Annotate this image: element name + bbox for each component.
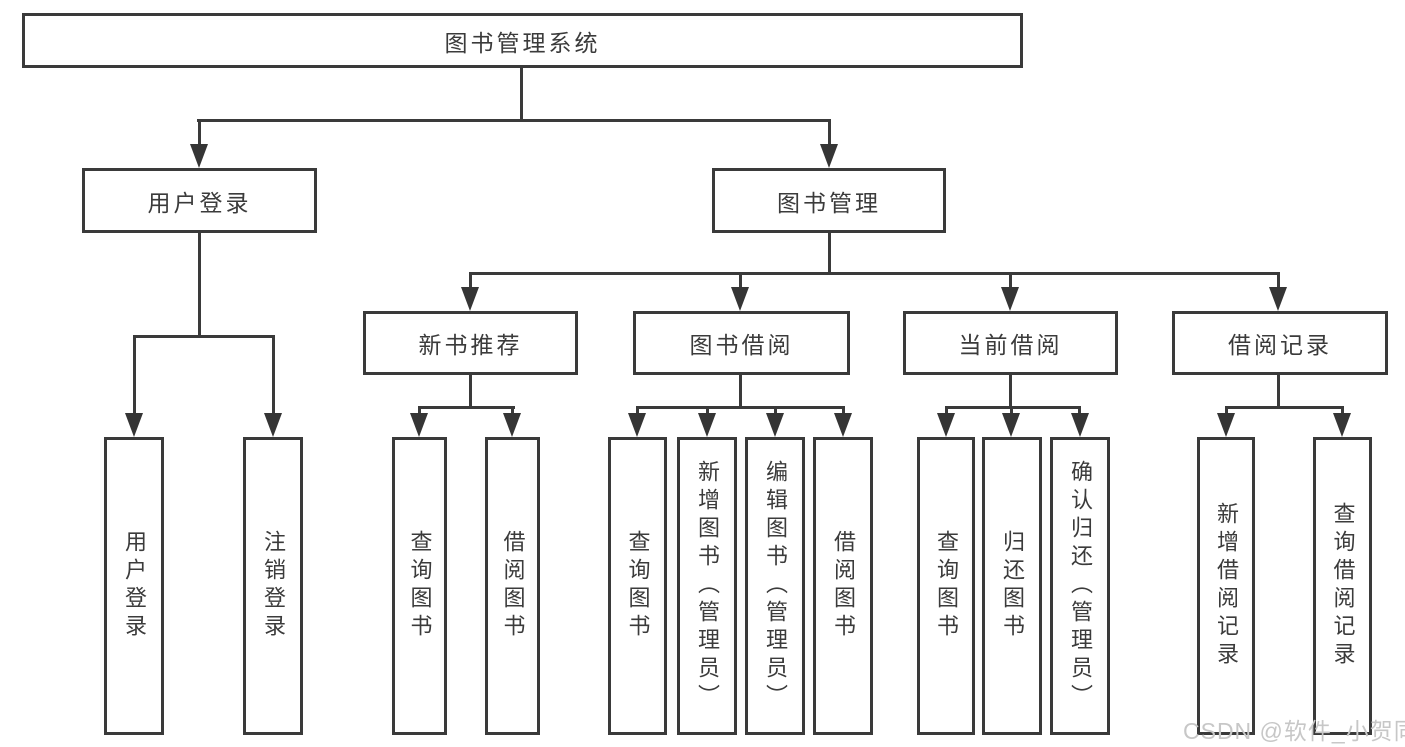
- leaf-query-book-1: 查询图书: [392, 437, 447, 735]
- connector-line: [418, 406, 515, 409]
- connector-line: [520, 68, 523, 119]
- arrow-down-icon: [125, 413, 143, 437]
- connector-line: [197, 119, 831, 122]
- connector-line: [1009, 272, 1012, 292]
- connector-line: [945, 406, 948, 418]
- connector-line: [706, 406, 709, 418]
- leaf-add-borrow-record: 新增借阅记录: [1197, 437, 1255, 735]
- connector-line: [469, 272, 1280, 275]
- connector-line: [469, 272, 472, 292]
- connector-line: [739, 375, 742, 406]
- node-new-book-recommend: 新书推荐: [363, 311, 578, 375]
- node-book-borrow: 图书借阅: [633, 311, 850, 375]
- leaf-return-book: 归还图书: [982, 437, 1042, 735]
- connector-line: [1225, 406, 1228, 418]
- arrow-down-icon: [264, 413, 282, 437]
- arrow-down-icon: [1269, 287, 1287, 311]
- connector-line: [636, 406, 844, 409]
- arrow-down-icon: [1333, 413, 1351, 437]
- arrow-down-icon: [461, 287, 479, 311]
- node-user-login: 用户登录: [82, 168, 317, 233]
- node-root: 图书管理系统: [22, 13, 1023, 68]
- arrow-down-icon: [190, 144, 208, 168]
- arrow-down-icon: [1071, 413, 1089, 437]
- arrow-down-icon: [410, 413, 428, 437]
- connector-line: [1277, 375, 1280, 406]
- connector-line: [272, 335, 275, 417]
- connector-line: [133, 335, 136, 417]
- arrow-down-icon: [628, 413, 646, 437]
- connector-line: [1010, 406, 1013, 418]
- arrow-down-icon: [503, 413, 521, 437]
- connector-line: [418, 406, 421, 418]
- node-current-borrow: 当前借阅: [903, 311, 1118, 375]
- watermark: CSDN @软件_小贺同学: [1183, 718, 1405, 744]
- arrow-down-icon: [1001, 287, 1019, 311]
- node-book-management: 图书管理: [712, 168, 946, 233]
- connector-line: [511, 406, 514, 418]
- connector-line: [828, 119, 831, 157]
- connector-line: [1009, 375, 1012, 406]
- arrow-down-icon: [834, 413, 852, 437]
- leaf-query-book-2: 查询图书: [608, 437, 667, 735]
- connector-line: [1341, 406, 1344, 418]
- connector-line: [133, 335, 274, 338]
- connector-line: [1078, 406, 1081, 418]
- arrow-down-icon: [820, 144, 838, 168]
- connector-line: [198, 233, 201, 335]
- connector-line: [198, 119, 201, 157]
- connector-line: [828, 233, 831, 272]
- connector-line: [842, 406, 845, 418]
- arrow-down-icon: [937, 413, 955, 437]
- leaf-query-borrow-record: 查询借阅记录: [1313, 437, 1372, 735]
- connector-line: [739, 272, 742, 292]
- arrow-down-icon: [766, 413, 784, 437]
- arrow-down-icon: [731, 287, 749, 311]
- connector-line: [945, 406, 1081, 409]
- connector-line: [1277, 272, 1280, 292]
- connector-line: [469, 375, 472, 406]
- leaf-borrow-book-2: 借阅图书: [813, 437, 873, 735]
- leaf-query-book-3: 查询图书: [917, 437, 975, 735]
- leaf-add-book-admin: 新增图书（管理员）: [677, 437, 737, 735]
- leaf-borrow-book-1: 借阅图书: [485, 437, 540, 735]
- leaf-edit-book-admin: 编辑图书（管理员）: [745, 437, 805, 735]
- connector-line: [636, 406, 639, 418]
- arrow-down-icon: [1217, 413, 1235, 437]
- leaf-logout: 注销登录: [243, 437, 303, 735]
- arrow-down-icon: [698, 413, 716, 437]
- leaf-confirm-return-admin: 确认归还（管理员）: [1050, 437, 1110, 735]
- connector-line: [1225, 406, 1344, 409]
- node-borrow-record: 借阅记录: [1172, 311, 1388, 375]
- leaf-user-login: 用户登录: [104, 437, 164, 735]
- connector-line: [774, 406, 777, 418]
- arrow-down-icon: [1002, 413, 1020, 437]
